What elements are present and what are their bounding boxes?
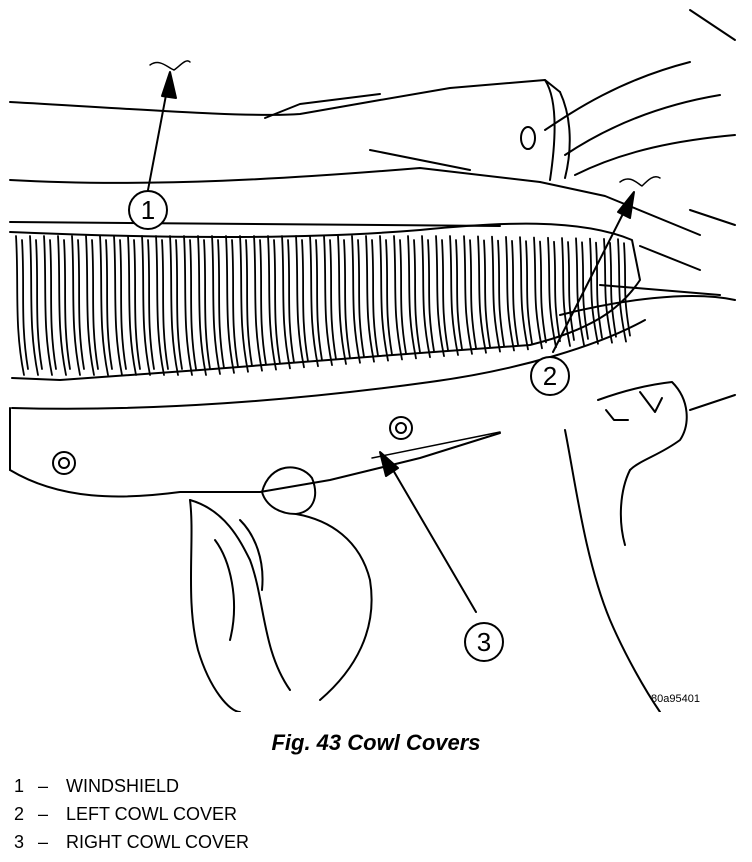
callout-3-number: 3 — [477, 627, 491, 657]
windshield-outline — [9, 9, 736, 316]
cowl-grille — [9, 222, 641, 381]
part-code: 80a95401 — [651, 693, 700, 705]
leader-arrows — [147, 60, 661, 613]
cover-bolt-center-icon — [389, 416, 413, 440]
cowl-cover-panel — [9, 319, 646, 498]
legend-number: 2 — [14, 804, 25, 824]
legend-label: RIGHT COWL COVER — [66, 832, 250, 852]
legend-dash: – — [38, 804, 49, 824]
legend-dash: – — [38, 832, 49, 852]
legend-dash: – — [38, 776, 49, 796]
legend-number: 1 — [14, 776, 25, 796]
callout-1-number: 1 — [141, 195, 155, 225]
left-hand-illustration — [189, 466, 373, 712]
cowl-cover-illustration: 1 2 3 80a95401 — [9, 9, 736, 712]
arrow-2-shaft — [552, 195, 633, 353]
callout-2 — [530, 356, 570, 396]
arrow-3-head-icon — [379, 451, 399, 477]
arrow-2-head-icon — [617, 191, 635, 219]
callout-2-number: 2 — [543, 361, 557, 391]
legend-number: 3 — [14, 832, 25, 852]
legend-item: 1–WINDSHIELD — [14, 772, 249, 800]
legend-list: 1–WINDSHIELD 2–LEFT COWL COVER 3–RIGHT C… — [14, 772, 249, 856]
callout-3 — [464, 622, 504, 662]
arrow-3-shaft — [385, 457, 477, 613]
legend-item: 2–LEFT COWL COVER — [14, 800, 249, 828]
legend-label: LEFT COWL COVER — [66, 804, 238, 824]
figure-caption: Fig. 43 Cowl Covers — [271, 730, 481, 755]
legend-label: WINDSHIELD — [66, 776, 180, 796]
legend-item: 3–RIGHT COWL COVER — [14, 828, 249, 856]
callout-1 — [128, 190, 168, 230]
cover-bolt-left-icon — [52, 451, 76, 475]
right-hand-illustration — [564, 381, 736, 712]
arrow-1-head-icon — [161, 71, 177, 99]
windshield-bolt-icon — [520, 126, 536, 150]
